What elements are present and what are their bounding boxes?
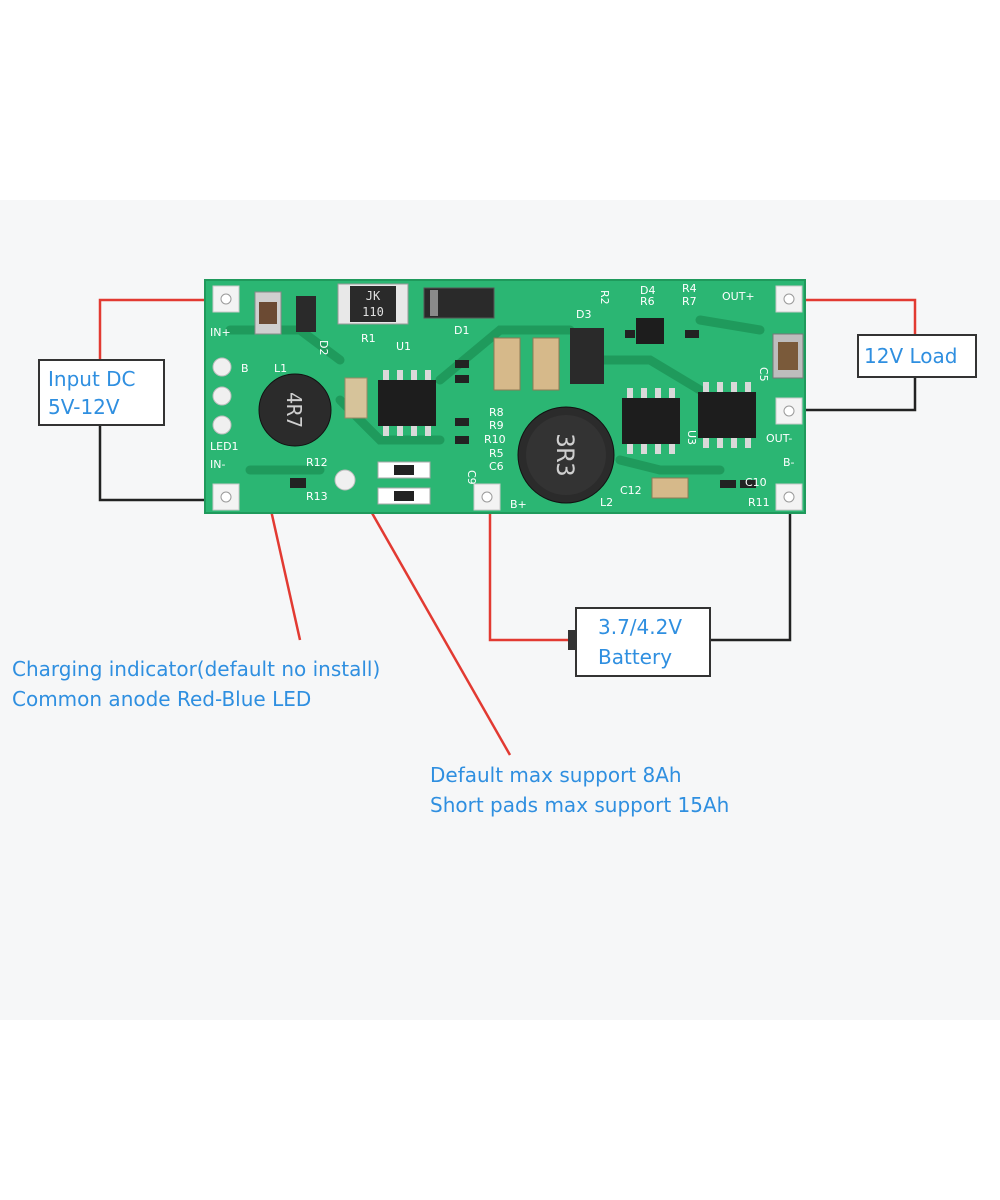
silk-u3: U3 <box>685 430 698 445</box>
pad-b-plus <box>473 483 501 511</box>
pad-out-plus <box>775 285 803 313</box>
ic-u1-pins <box>383 370 431 436</box>
capacitor-c2 <box>344 377 368 419</box>
silk-c9: C9 <box>465 470 478 485</box>
transistor-q1 <box>636 318 664 344</box>
silk-l1: L1 <box>274 362 287 375</box>
silk-r10: R10 <box>484 433 506 446</box>
silk-d4: D4 <box>640 284 655 297</box>
silk-r7: R7 <box>682 295 697 308</box>
silk-b-plus: B+ <box>510 498 527 511</box>
diode-110-mark: 110 <box>362 305 384 319</box>
ic-u2-pins <box>627 388 675 454</box>
pcb-board: JK 110 4R7 <box>204 279 806 514</box>
ic-u2 <box>622 398 680 444</box>
diode-d3 <box>570 328 604 384</box>
silk-c10: C10 <box>745 476 767 489</box>
silk-b-minus: B- <box>783 456 795 469</box>
battery-line1: 3.7/4.2V <box>598 615 682 639</box>
capacitor-c12 <box>651 477 689 499</box>
ic-u3 <box>698 392 756 438</box>
pads-pointer-arrow <box>358 491 512 756</box>
charging-note-line1: Charging indicator(default no install) <box>12 657 380 681</box>
silk-in-plus: IN+ <box>210 326 231 339</box>
silk-l2: L2 <box>600 496 613 509</box>
silkscreen-labels: IN+ IN- LED1 B OUT+ OUT- B- B+ D1 D2 D3 … <box>210 282 795 511</box>
led-pad-3 <box>212 415 232 435</box>
silk-r4: R4 <box>682 282 697 295</box>
input-dc-line1: Input DC <box>48 367 136 391</box>
silk-r13: R13 <box>306 490 328 503</box>
charging-note-line2: Common anode Red-Blue LED <box>12 687 311 711</box>
silk-led1: LED1 <box>210 440 239 453</box>
silk-c6: C6 <box>489 460 504 473</box>
input-dc-line2: 5V-12V <box>48 395 120 419</box>
silk-r2: R2 <box>598 290 611 305</box>
inductor-l1-mark: 4R7 <box>282 392 306 428</box>
components: JK 110 4R7 <box>254 283 804 505</box>
inductor-l2-mark: 3R3 <box>551 433 579 476</box>
battery-negative-wire <box>710 495 792 642</box>
capacity-note: Default max support 8Ah Short pads max s… <box>430 763 729 817</box>
battery-positive-wire <box>488 495 568 642</box>
silk-b: B <box>241 362 249 375</box>
input-negative-wire <box>98 425 225 502</box>
load-box: 12V Load <box>857 334 977 378</box>
silk-r9: R9 <box>489 419 504 432</box>
silk-out-plus: OUT+ <box>722 290 755 303</box>
silk-in-minus: IN- <box>210 458 225 471</box>
capacitor-c3 <box>493 337 521 391</box>
ic-u3-pins <box>703 382 751 448</box>
led-pad-1 <box>212 357 232 377</box>
load-negative-wire <box>790 377 917 412</box>
charging-note: Charging indicator(default no install) C… <box>12 657 380 711</box>
diode-d2 <box>296 296 316 332</box>
solder-pads <box>212 285 803 511</box>
load-label: 12V Load <box>864 344 957 368</box>
load-positive-wire <box>790 298 917 335</box>
silk-r1: R1 <box>361 332 376 345</box>
capacity-note-line2: Short pads max support 15Ah <box>430 793 729 817</box>
silk-d3: D3 <box>576 308 591 321</box>
silk-out-minus: OUT- <box>766 432 792 445</box>
ic-u1 <box>378 380 436 426</box>
short-pads <box>334 469 356 491</box>
silk-d2: D2 <box>317 340 330 355</box>
inductor-l1 <box>258 373 332 447</box>
silk-r11: R11 <box>748 496 770 509</box>
silk-d1: D1 <box>454 324 469 337</box>
input-positive-wire <box>98 298 225 360</box>
capacity-note-line1: Default max support 8Ah <box>430 763 682 787</box>
silk-u1: U1 <box>396 340 411 353</box>
diode-jk-mark: JK <box>366 289 381 303</box>
silk-r5: R5 <box>489 447 504 460</box>
battery-box: 3.7/4.2V Battery <box>568 607 711 677</box>
silk-r12: R12 <box>306 456 328 469</box>
silk-c12: C12 <box>620 484 642 497</box>
input-dc-box: Input DC 5V-12V <box>38 359 165 426</box>
led-pad-2 <box>212 386 232 406</box>
smd-resistors <box>290 330 756 488</box>
silk-r8: R8 <box>489 406 504 419</box>
silk-c5: C5 <box>757 367 770 382</box>
capacitor-c4 <box>532 337 560 391</box>
battery-line2: Battery <box>598 645 672 669</box>
silk-r6: R6 <box>640 295 655 308</box>
